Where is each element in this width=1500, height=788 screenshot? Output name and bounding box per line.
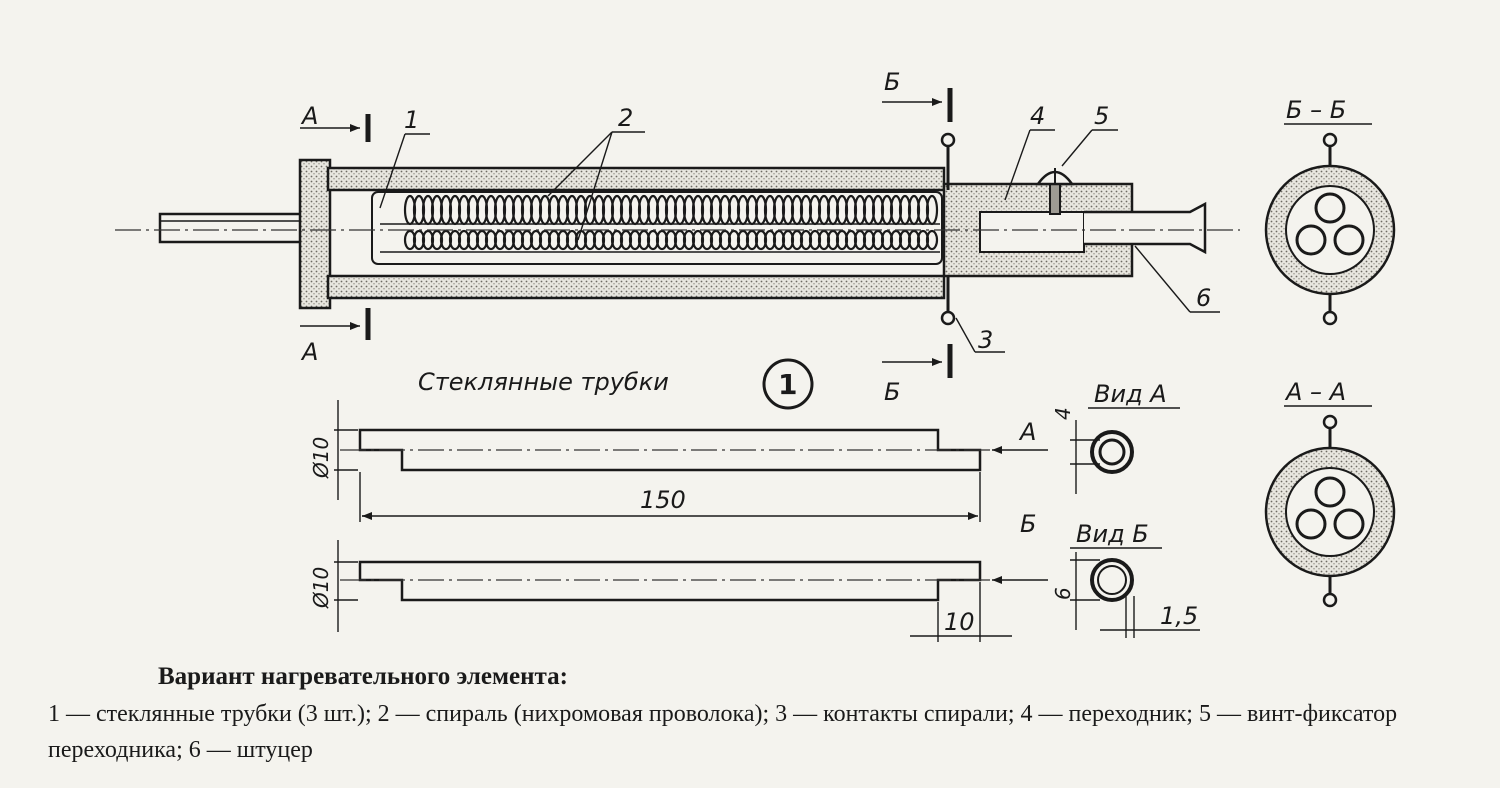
dim-length-text: 150 bbox=[640, 486, 686, 514]
section-bb: Б – Б bbox=[1264, 96, 1396, 326]
spiral-contact-bottom bbox=[940, 276, 956, 326]
inlet-pipe bbox=[158, 212, 304, 244]
spiral-contact-top bbox=[940, 132, 956, 190]
section-letter-a-bottom: А bbox=[300, 338, 318, 366]
heater-assembly bbox=[115, 132, 1240, 326]
tubes-label: Стеклянные трубки bbox=[418, 368, 669, 396]
callout-1: 1 bbox=[404, 106, 419, 134]
section-title-bb: Б – Б bbox=[1286, 96, 1346, 124]
section-letter-b-bottom: Б bbox=[884, 378, 900, 406]
dim-step: 10 bbox=[910, 582, 1012, 642]
view-a: Вид А 4 bbox=[1051, 380, 1180, 494]
dim-diameter-top: Ø10 bbox=[309, 437, 333, 479]
callout-3: 3 bbox=[978, 326, 993, 354]
spiral-bottom bbox=[403, 229, 939, 251]
section-letter-b-top: Б bbox=[884, 68, 900, 96]
view-letter-b: Б bbox=[1020, 510, 1036, 538]
tube-detail-2: Ø10 bbox=[309, 540, 1048, 632]
dim-view-a-text: 4 bbox=[1051, 407, 1075, 420]
housing-top-wall bbox=[326, 166, 946, 192]
section-mark-b: Б Б bbox=[882, 68, 953, 406]
callout-2: 2 bbox=[618, 104, 633, 132]
view-arrow-a: А bbox=[1018, 418, 1036, 446]
caption-legend: 1 — стеклянные трубки (3 шт.); 2 — спира… bbox=[48, 701, 1398, 763]
coil-turn bbox=[925, 194, 939, 226]
glass-tube-outline bbox=[371, 191, 943, 265]
dim-diameter-bottom: Ø10 bbox=[309, 567, 333, 609]
view-b: Вид Б 6 1,5 bbox=[1051, 520, 1200, 638]
caption: Вариант нагревательного элемента: 1 — ст… bbox=[0, 660, 1500, 768]
callout-6: 6 bbox=[1196, 284, 1211, 312]
fixing-screw bbox=[1035, 168, 1075, 215]
view-title-a: Вид А bbox=[1094, 380, 1167, 408]
callout-4: 4 bbox=[1030, 102, 1045, 130]
caption-title: Вариант нагревательного элемента: bbox=[158, 663, 568, 690]
spiral-top bbox=[403, 194, 939, 226]
fitting bbox=[1084, 201, 1207, 255]
dim-wall-text: 1,5 bbox=[1160, 602, 1198, 630]
technical-drawing: А А Б Б 1 2 3 4 5 6 Б – Б bbox=[115, 68, 1396, 642]
section-title-aa: А – А bbox=[1284, 378, 1346, 406]
figure-number-text: 1 bbox=[778, 368, 797, 401]
section-mark-a: А А bbox=[300, 102, 371, 366]
dim-step-text: 10 bbox=[944, 608, 975, 636]
callout-5: 5 bbox=[1094, 102, 1109, 130]
flange bbox=[298, 158, 332, 310]
figure-number: 1 bbox=[762, 358, 814, 410]
dim-length: 150 bbox=[359, 472, 981, 522]
callouts: 1 2 3 4 5 6 bbox=[379, 102, 1220, 354]
section-aa: А – А bbox=[1264, 378, 1396, 608]
dim-view-b-text: 6 bbox=[1051, 587, 1075, 600]
housing-bottom-wall bbox=[326, 274, 946, 300]
tube-detail-1: Ø10 А bbox=[309, 400, 1048, 500]
view-title-b: Вид Б bbox=[1076, 520, 1149, 548]
section-letter-a-top: А bbox=[300, 102, 318, 130]
coil-turn bbox=[925, 229, 939, 251]
